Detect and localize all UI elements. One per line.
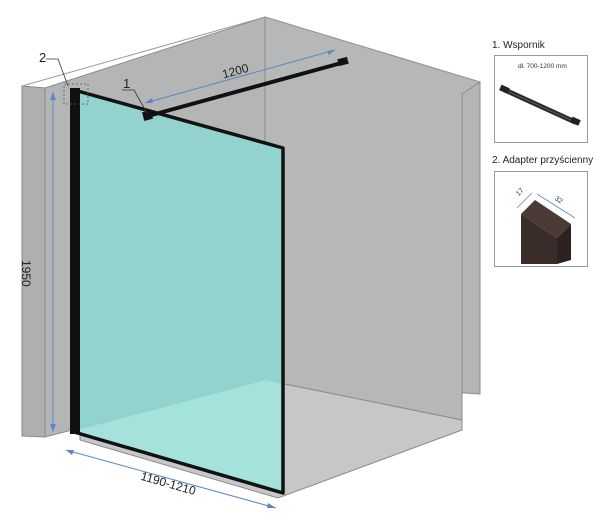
- support-bar-wall-mount: [337, 56, 349, 67]
- dim-top-arrow-end: [327, 50, 335, 55]
- wall-profile: [70, 88, 80, 434]
- adapter-dim-a: 17: [515, 187, 526, 198]
- callout-2-box: [63, 83, 89, 105]
- legend-item2-box: 17 32: [494, 171, 588, 267]
- dim-bottom-arrow-start: [66, 450, 74, 455]
- side-wall: [264, 16, 482, 421]
- wall-adapter-icon: 17 32: [515, 187, 576, 264]
- callout-2-label: 2: [39, 50, 46, 65]
- legend-item2-title: 2. Adapter przyścienny: [492, 155, 594, 166]
- support-bar: [146, 60, 347, 118]
- support-bar-clamp: [141, 109, 154, 122]
- wspornik-bar-icon: [499, 84, 581, 126]
- adapter-dim-b: 32: [553, 195, 563, 205]
- dim-top-arrow-start: [145, 98, 153, 103]
- callout-2-leader: [46, 58, 69, 87]
- dim-top-width-label: 1200: [221, 61, 251, 82]
- dim-bottom-arrow-end: [267, 503, 276, 508]
- dim-bottom-width-line: [65, 449, 277, 509]
- dim-height-label: 1950: [19, 260, 33, 287]
- dim-height-arrow-top: [50, 92, 56, 100]
- dim-bottom-width-label: 1190-1210: [139, 469, 197, 498]
- dim-height-arrow-bottom: [50, 424, 56, 432]
- panel-frame: [73, 88, 285, 495]
- legend-item1-title: 1. Wspornik: [492, 40, 545, 51]
- left-wall: [21, 85, 46, 438]
- wall-top-edge: [21, 16, 266, 87]
- legend-item1-note: dł. 700-1200 mm: [518, 63, 567, 70]
- callout-1-leader: [122, 89, 148, 114]
- dim-top-width-line: [144, 49, 336, 104]
- glass-reflection: [80, 380, 283, 490]
- legend-item1-box: dł. 700-1200 mm: [494, 55, 588, 143]
- wall-top-edge-right: [264, 16, 481, 83]
- callout-1-label: 1: [123, 76, 130, 91]
